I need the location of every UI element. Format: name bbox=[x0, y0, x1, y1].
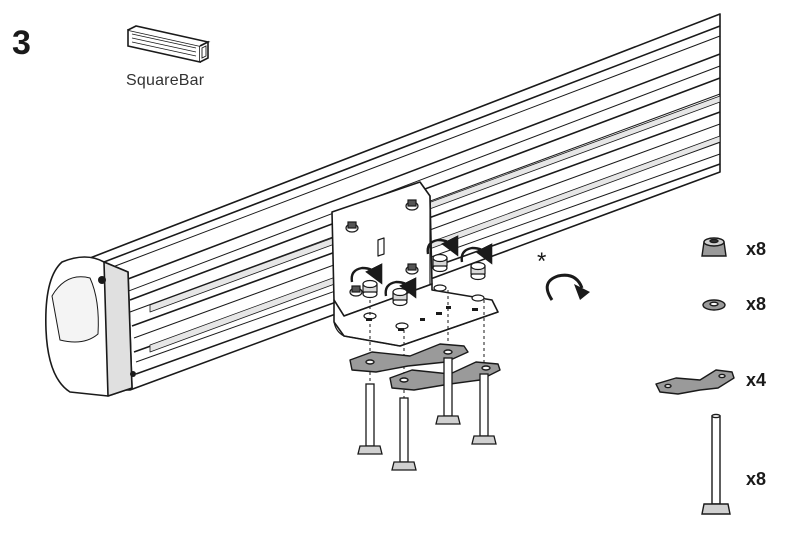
end-cap bbox=[45, 256, 136, 397]
bracket-studs bbox=[345, 199, 419, 297]
product-label: SquareBar bbox=[126, 72, 205, 89]
rotate-clockwise-icon bbox=[545, 273, 590, 301]
plate-holes bbox=[366, 306, 478, 331]
nut-quantity: x8 bbox=[746, 239, 767, 259]
mounting-bracket bbox=[331, 181, 499, 347]
bolt-quantity: x8 bbox=[746, 469, 767, 489]
fastener-stacks bbox=[362, 253, 486, 330]
bolt-icon bbox=[701, 413, 731, 515]
washer-icon bbox=[702, 299, 726, 311]
washer-quantity: x8 bbox=[746, 294, 767, 314]
clamp-plates bbox=[349, 343, 501, 391]
plate-quantity: x4 bbox=[746, 370, 767, 390]
note-asterisk: * bbox=[537, 248, 547, 275]
clamp-plate-icon bbox=[655, 369, 735, 395]
nut-icon bbox=[701, 237, 727, 257]
square-bar-icon bbox=[127, 25, 211, 63]
step-number: 3 bbox=[12, 24, 31, 62]
tighten-arrows bbox=[350, 235, 493, 299]
t-bolts bbox=[357, 357, 497, 471]
